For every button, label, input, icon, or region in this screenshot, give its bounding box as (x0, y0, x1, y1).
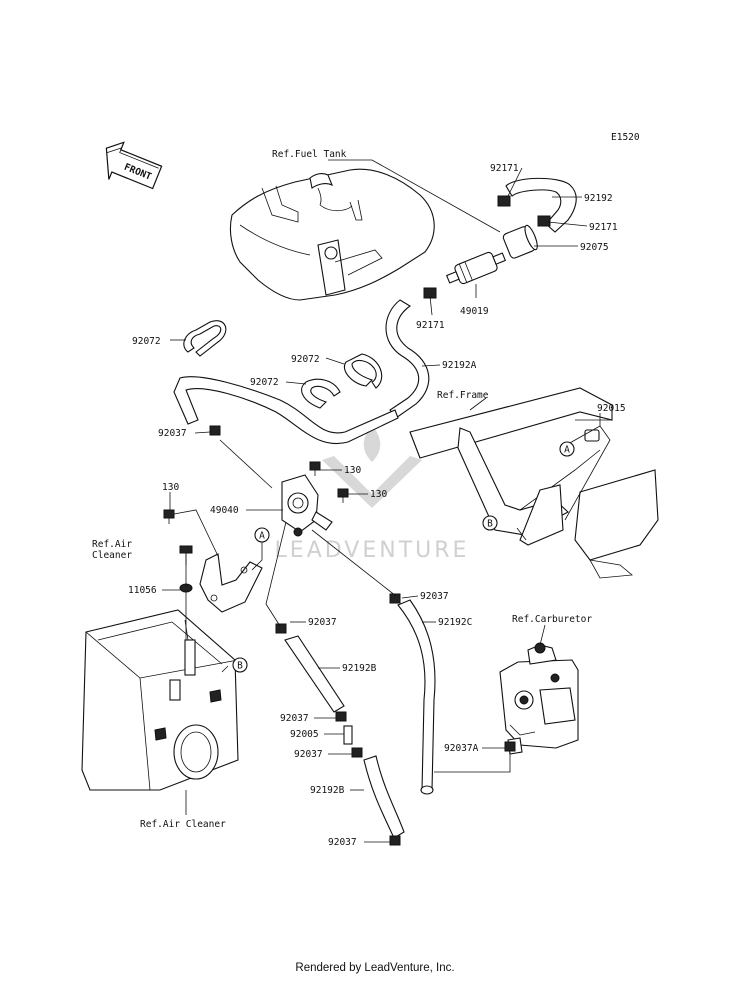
part-label-92192c: 92192C (438, 617, 472, 628)
watermark-logo-icon (322, 456, 422, 508)
bracket-11056 (199, 553, 263, 613)
fuel-tank (229, 168, 435, 301)
part-label-130-left: 130 (162, 482, 179, 493)
part-label-130-a: 130 (344, 465, 361, 476)
hose-92192b-upper (284, 635, 345, 713)
svg-text:A: A (564, 445, 570, 456)
fuel-filter (445, 251, 507, 285)
watermark-text: LEADVENTURE (275, 538, 470, 563)
part-label-49019: 49019 (460, 306, 489, 317)
clamp-92037-a (209, 425, 221, 436)
part-label-11056: 11056 (128, 585, 157, 596)
svg-text:A: A (259, 531, 265, 542)
callout-b-air-cleaner: B (232, 657, 248, 673)
clamp-92037-b (389, 593, 401, 604)
part-label-92072-left: 92072 (132, 336, 161, 347)
part-label-92037a: 92037A (444, 743, 479, 754)
clamp-92072-left (183, 320, 227, 357)
part-label-92037-f: 92037 (328, 837, 357, 848)
part-label-92171-right: 92171 (589, 222, 618, 233)
air-cleaner (81, 609, 239, 791)
ref-air-cleaner-bottom-label: Ref.Air Cleaner (140, 819, 226, 830)
frame (409, 387, 659, 579)
part-label-92171-top: 92171 (490, 163, 519, 174)
callout-a-frame: A (559, 441, 575, 457)
ref-carburetor-label: Ref.Carburetor (512, 614, 592, 625)
front-arrow-icon: FRONT (105, 141, 163, 190)
clamp-92037a (504, 741, 516, 752)
part-label-92192: 92192 (584, 193, 613, 204)
ref-fuel-tank-label: Ref.Fuel Tank (272, 149, 347, 160)
ref-air-cleaner-top-line1: Ref.Air (92, 539, 132, 550)
part-label-92037-a: 92037 (158, 428, 187, 439)
watermark: LEADVENTURE (275, 425, 470, 563)
clamp-92072-low (301, 378, 341, 409)
part-label-49040: 49040 (210, 505, 239, 516)
fuel-pump (281, 474, 333, 537)
hose-92192 (505, 177, 577, 233)
svg-text:B: B (487, 519, 493, 530)
part-label-92015: 92015 (597, 403, 626, 414)
part-label-92072-low: 92072 (250, 377, 279, 388)
part-label-92192a: 92192A (442, 360, 477, 371)
part-label-92037-e: 92037 (294, 749, 323, 760)
clamp-92037-e (351, 747, 363, 758)
part-label-92037-d: 92037 (280, 713, 309, 724)
part-label-92192b-b: 92192B (310, 785, 345, 796)
watermark-flame-icon (363, 425, 381, 462)
bolt-130-b (337, 488, 349, 503)
ref-frame-label: Ref.Frame (437, 390, 489, 401)
diagram-code: E1520 (611, 132, 640, 143)
part-label-92037-c: 92037 (308, 617, 337, 628)
footer-credit: Rendered by LeadVenture, Inc. (295, 962, 455, 974)
fitting-92005 (343, 725, 353, 745)
part-label-92171-mid: 92171 (416, 320, 445, 331)
part-label-92072-mid: 92072 (291, 354, 320, 365)
callout-b-frame: B (482, 515, 498, 531)
hose-92192a (173, 299, 430, 445)
leader-lines (162, 159, 611, 843)
clamp-92171-top (497, 195, 511, 207)
svg-text:B: B (237, 661, 243, 672)
clamp-92072-mid (344, 353, 383, 389)
clamp-92037-d (335, 711, 347, 722)
bolt-130-a (309, 461, 321, 476)
part-label-92005: 92005 (290, 729, 319, 740)
fuel-filter-cap (502, 224, 538, 259)
part-label-92037-b: 92037 (420, 591, 449, 602)
hose-92192b-lower (363, 755, 405, 839)
part-label-92075: 92075 (580, 242, 609, 253)
clamp-92037-c (275, 623, 287, 634)
clamp-92037-f (389, 835, 401, 846)
carburetor (499, 642, 579, 755)
part-label-92192b-a: 92192B (342, 663, 377, 674)
callout-a-bracket: A (254, 527, 270, 543)
ref-air-cleaner-top-line2: Cleaner (92, 550, 132, 561)
collar-92015 (584, 429, 600, 442)
clamp-92171-right (537, 215, 551, 227)
part-label-130-b: 130 (370, 489, 387, 500)
bolt-130-left (163, 509, 175, 524)
hose-92192c (397, 599, 436, 795)
